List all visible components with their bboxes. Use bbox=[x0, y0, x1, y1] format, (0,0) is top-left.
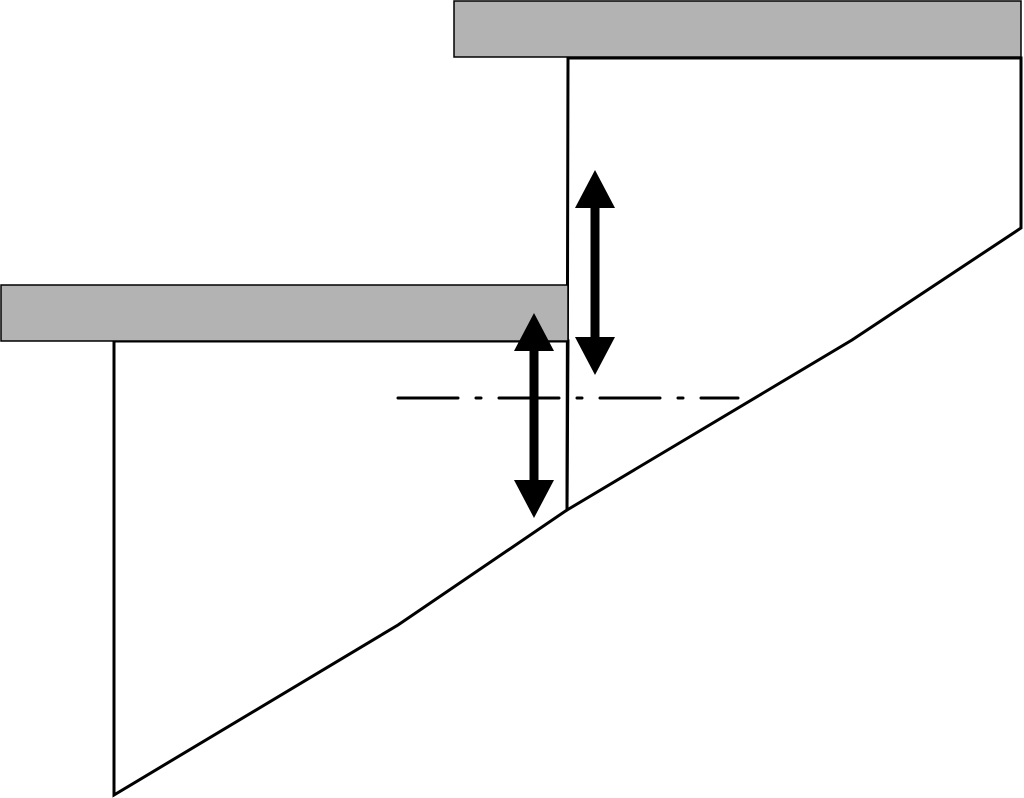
lower-stringer bbox=[112, 339, 570, 798]
lower-tread bbox=[0, 284, 569, 342]
upper-stringer bbox=[565, 56, 1023, 513]
lower-rise-arrow bbox=[514, 313, 554, 518]
upper-rise-arrow bbox=[575, 170, 615, 375]
upper-tread bbox=[453, 0, 1022, 58]
